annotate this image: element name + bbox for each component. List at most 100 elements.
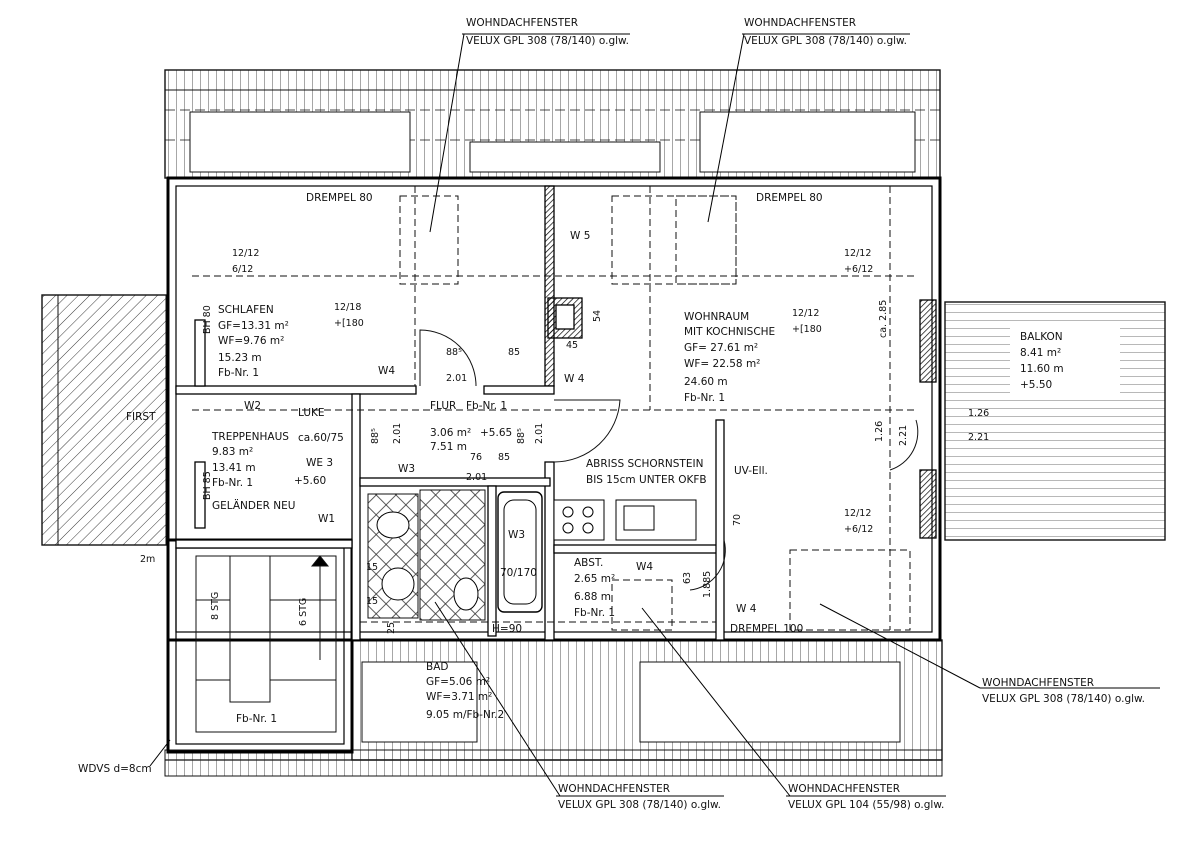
dim-2m: 2m [140, 554, 155, 565]
wall-w4c: W4 [636, 561, 653, 573]
pitch4-top: 12/12 [792, 308, 819, 319]
room-abst: ABST. 2.65 m² 6.88 m Fb-Nr. 1 [574, 557, 615, 619]
first-label: FIRST [126, 411, 156, 423]
wall-w5: W 5 [570, 230, 590, 242]
treppenhaus-u: 13.41 m [212, 462, 256, 474]
wall-w3b: W3 [508, 529, 525, 541]
roof-top [164, 69, 941, 179]
dim-885l: 88⁵ [370, 428, 381, 444]
balkon-u: 11.60 m [1020, 363, 1064, 375]
bad-gf: GF=5.06 m² [426, 676, 490, 688]
treppenhaus-fb: Fb-Nr. 1 [212, 477, 253, 489]
flur-level: +5.65 [480, 427, 512, 439]
roof-windows-plan [192, 186, 915, 631]
pitch3-top: 12/12 [844, 248, 871, 259]
dim-885r: 88⁵ [516, 428, 527, 444]
balkon-area: 8.41 m² [1020, 347, 1061, 359]
drempel-left: DREMPEL 80 [306, 192, 373, 204]
dim-1885: 1.885 [702, 571, 713, 598]
callout-top-left-line2: VELUX GPL 308 (78/140) o.glw. [466, 35, 629, 47]
leader-lines [149, 33, 1160, 797]
roof-bottom [164, 639, 943, 777]
dim-25: 25 [386, 622, 397, 634]
room-flur: FLUR Fb-Nr. 1 3.06 m² 7.51 m +5.65 [430, 400, 512, 453]
abst-area: 2.65 m² [574, 573, 615, 585]
room-wohnraum: WOHNRAUM MIT KOCHNISCHE GF= 27.61 m² WF=… [684, 311, 775, 404]
treppenhaus-name: TREPPENHAUS [211, 431, 289, 443]
wohnraum-wf: WF= 22.58 m² [684, 358, 760, 370]
dim-63: 63 [682, 572, 693, 584]
pitch1-bot: 6/12 [232, 264, 253, 275]
stair-8stg: 8 STG [210, 592, 221, 620]
schlafen-wf: WF=9.76 m² [218, 335, 284, 347]
flur-area: 3.06 m² [430, 427, 471, 439]
balkon-deck [944, 301, 1166, 541]
flur-u: 7.51 m [430, 441, 467, 453]
room-schlafen: SCHLAFEN GF=13.31 m² WF=9.76 m² 15.23 m … [202, 304, 289, 379]
callout-right-line2: VELUX GPL 308 (78/140) o.glw. [982, 693, 1145, 705]
callout-bottom-right-line1: WOHNDACHFENSTER [788, 783, 900, 795]
abst-fb: Fb-Nr. 1 [574, 607, 615, 619]
dim-126b: 1.26 [874, 421, 885, 442]
balkon-level: +5.50 [1020, 379, 1052, 391]
dim-221a: 2.21 [968, 432, 989, 443]
bad-h: H=90 [492, 623, 522, 635]
notes: ABRISS SCHORNSTEIN BIS 15cm UNTER OKFB U… [586, 458, 768, 486]
wall-w1: W1 [318, 513, 335, 525]
callout-bottom-left-line2: VELUX GPL 308 (78/140) o.glw. [558, 799, 721, 811]
bad-name: BAD [426, 661, 448, 673]
wall-w3a: W3 [398, 463, 415, 475]
dim-15a: 15 [366, 562, 378, 573]
staircase [195, 555, 337, 733]
dim-85b: 85 [498, 452, 510, 463]
wall-w4d: W 4 [736, 603, 757, 615]
pitch4-bot: +[180 [792, 324, 822, 335]
abst-name: ABST. [574, 557, 603, 569]
pitch2-top: 12/18 [334, 302, 361, 313]
wohnraum-name2: MIT KOCHNISCHE [684, 326, 775, 338]
dim-15b: 15 [366, 596, 378, 607]
room-balkon: BALKON 8.41 m² 11.60 m +5.50 [1020, 331, 1064, 391]
room-bad: BAD GF=5.06 m² WF=3.71 m² 9.05 m/Fb-Nr.2… [426, 567, 537, 721]
callout-right-line1: WOHNDACHFENSTER [982, 677, 1094, 689]
note-uv: UV-Ell. [734, 465, 768, 477]
flur-name: FLUR [430, 400, 456, 412]
bad-u: 9.05 m/Fb-Nr.2 [426, 709, 504, 721]
wall-labels: W1 W2 W3 W3 W4 W 4 W4 W 4 W 5 [244, 230, 757, 615]
pitch3-bot: +6/12 [844, 264, 873, 275]
wall-w4a: W4 [378, 365, 395, 377]
abst-u: 6.88 m [574, 591, 611, 603]
pitch2-bot: +[180 [334, 318, 364, 329]
schlafen-fb: Fb-Nr. 1 [218, 367, 259, 379]
treppenhaus-we: WE 3 [306, 457, 333, 469]
dim-201b: 2.01 [392, 423, 403, 444]
balkon-name: BALKON [1020, 331, 1063, 343]
drempel-bottom: DREMPEL 100 [730, 623, 803, 635]
treppenhaus-gelaender: GELÄNDER NEU [212, 499, 295, 512]
dim-221b: 2.21 [898, 425, 909, 446]
dim-76: 76 [470, 452, 482, 463]
roof-left-gable [41, 294, 168, 546]
wohnraum-gf: GF= 27.61 m² [684, 342, 758, 354]
dim-201c: 2.01 [534, 423, 545, 444]
wohnraum-u: 24.60 m [684, 376, 728, 388]
schlafen-bh: BH 80 [202, 305, 213, 334]
dim-126a: 1.26 [968, 408, 989, 419]
wall-w4b: W 4 [564, 373, 585, 385]
schlafen-name: SCHLAFEN [218, 304, 274, 316]
treppenhaus-level: +5.60 [294, 475, 326, 487]
room-treppenhaus: TREPPENHAUS 9.83 m² 13.41 m Fb-Nr. 1 +5.… [126, 407, 344, 725]
callout-wdvs: WDVS d=8cm [78, 763, 152, 775]
callout-top-left-line1: WOHNDACHFENSTER [466, 17, 578, 29]
dim-45: 45 [566, 340, 578, 351]
treppenhaus-area: 9.83 m² [212, 446, 253, 458]
callout-bottom-left-line1: WOHNDACHFENSTER [558, 783, 670, 795]
dim-70: 70 [732, 514, 743, 526]
interior-walls [175, 185, 937, 641]
callout-top-right-line1: WOHNDACHFENSTER [744, 17, 856, 29]
dimensions: 12/12 6/12 12/18 +[180 12/12 +6/12 12/12… [140, 248, 989, 634]
pitch5-top: 12/12 [844, 508, 871, 519]
doors [419, 329, 919, 591]
schlafen-gf: GF=13.31 m² [218, 320, 289, 332]
